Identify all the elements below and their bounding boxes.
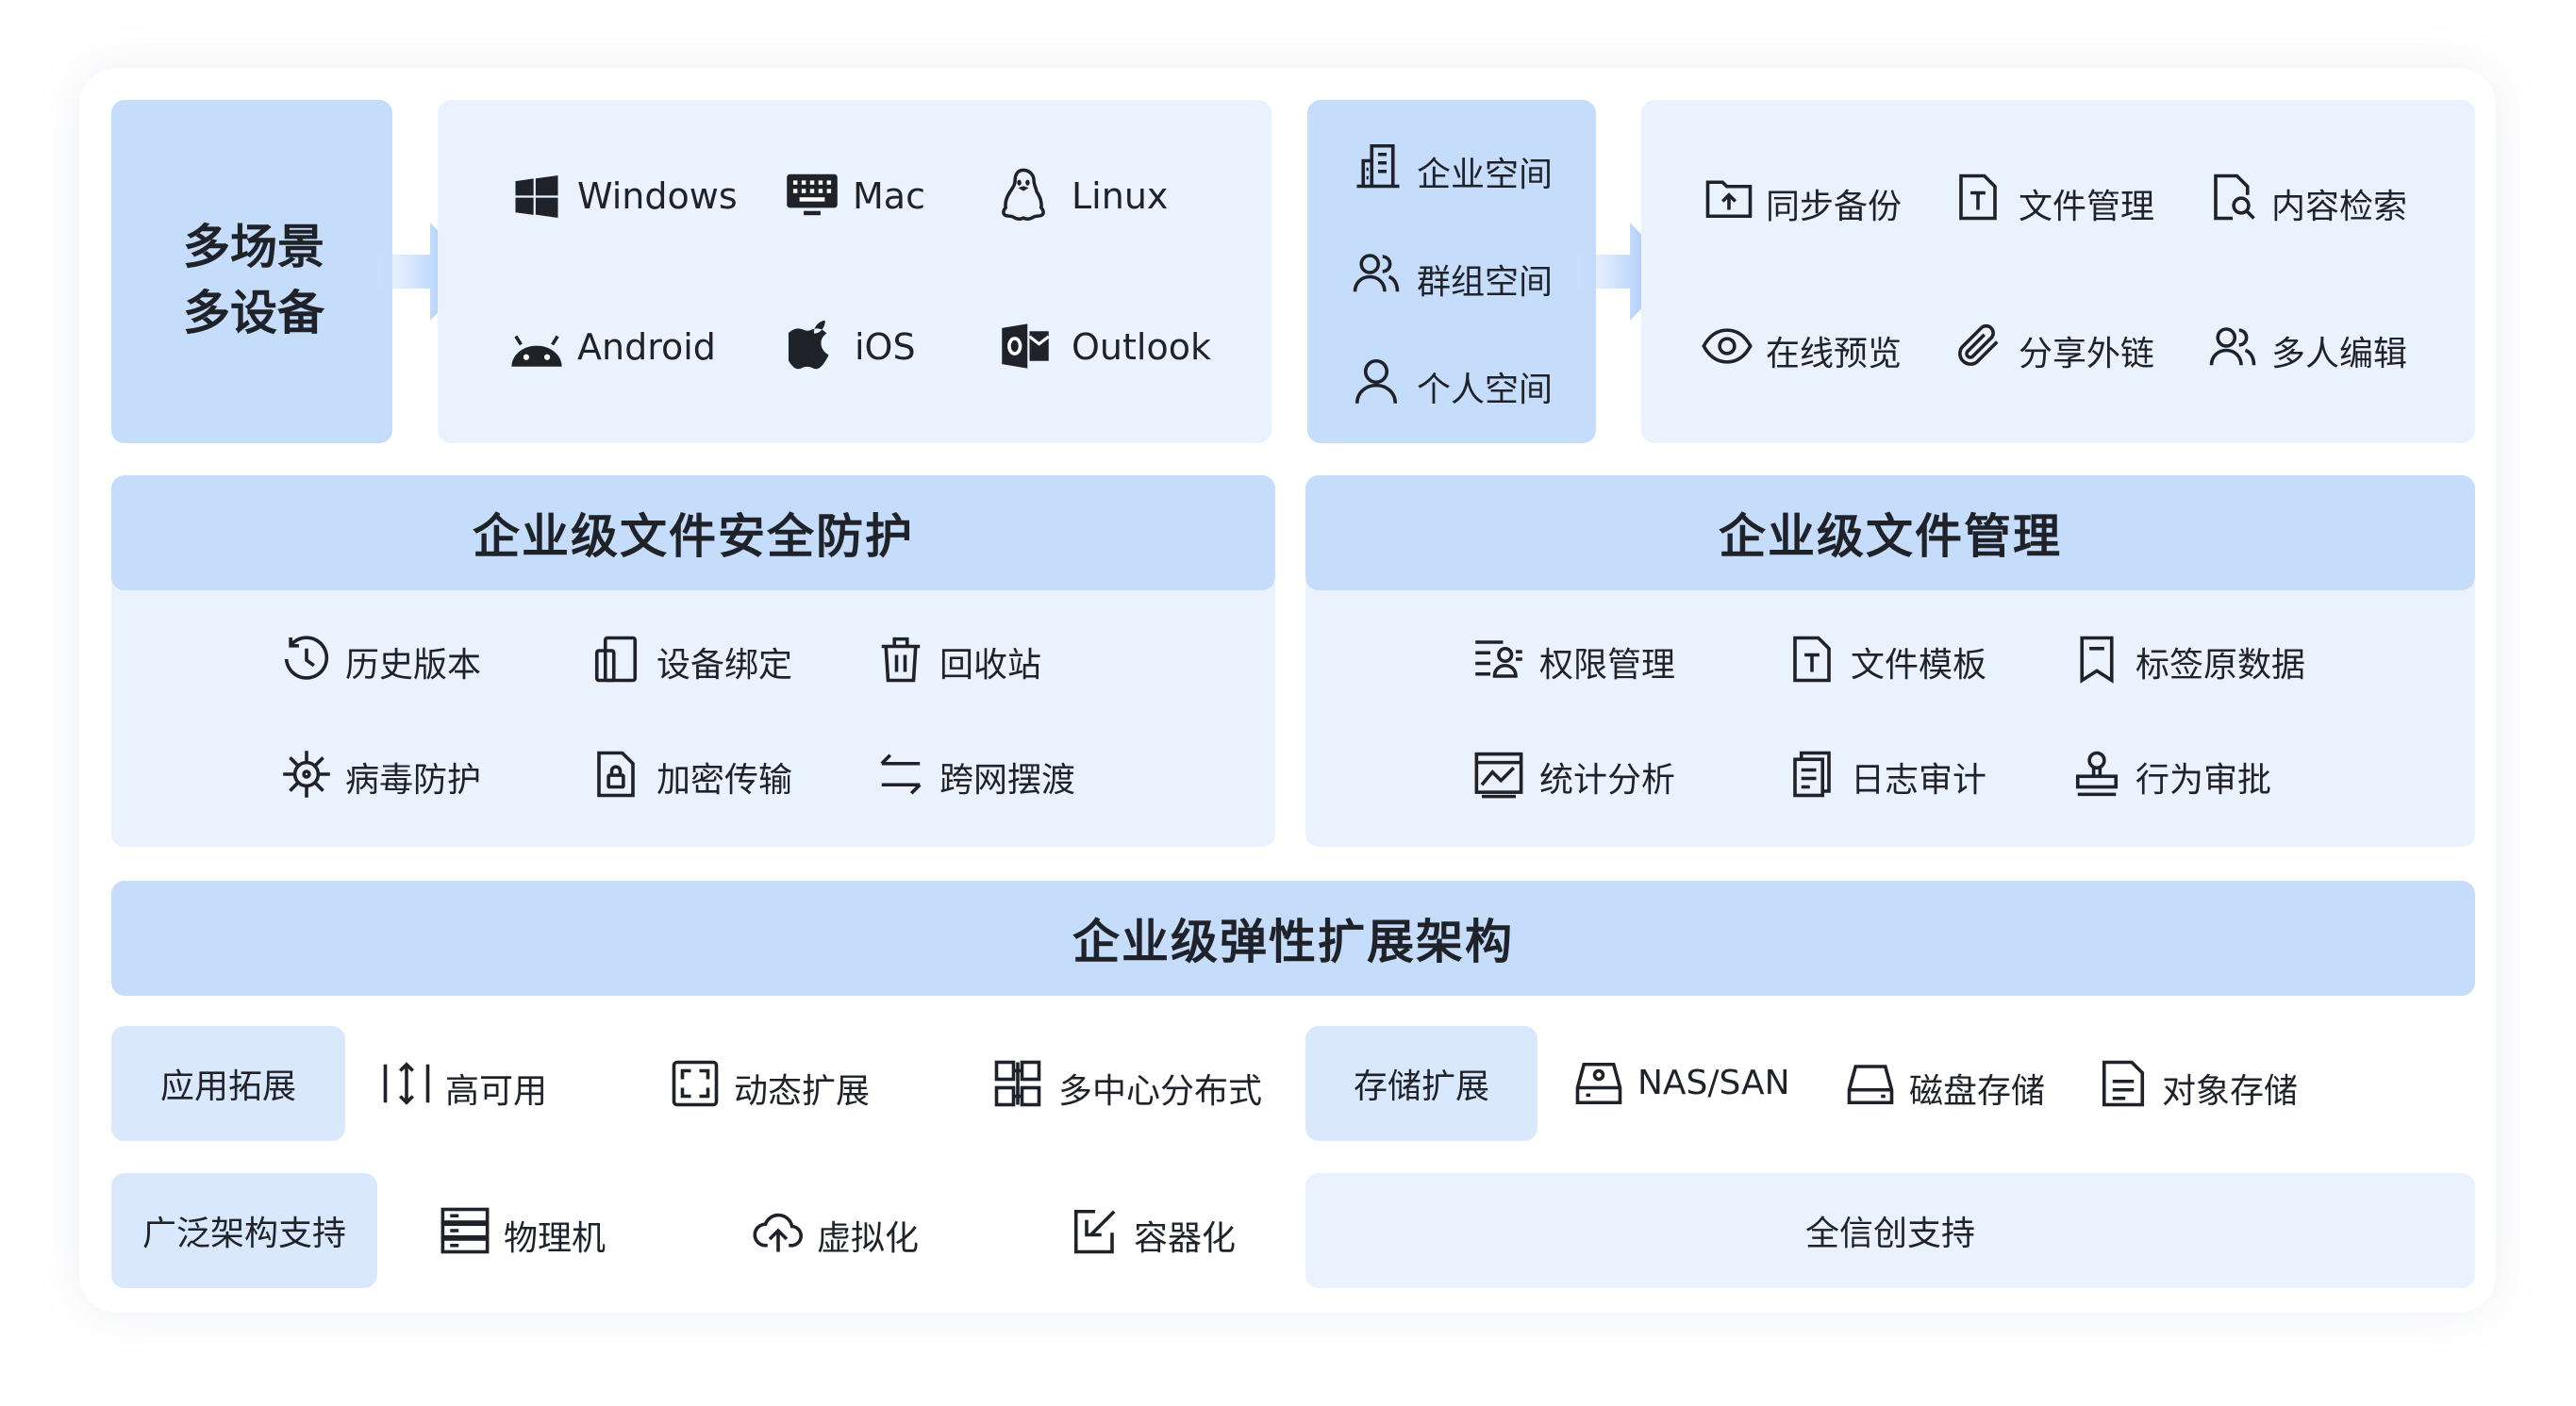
multi-scene-box: [111, 100, 392, 443]
arch-item-label: 虚拟化: [817, 1219, 920, 1258]
feature-label: 文件管理: [2019, 188, 2155, 226]
space-label: 群组空间: [1417, 263, 1554, 302]
log-icon: [1787, 749, 1837, 800]
feature-label: 在线预览: [1766, 335, 1903, 373]
arch-item-label: 物理机: [504, 1219, 607, 1258]
storage-item-label: 对象存储: [2162, 1072, 2299, 1111]
nas-icon: [1573, 1058, 1624, 1109]
app-extension-chip: 应用拓展: [111, 1026, 345, 1141]
permission-icon: [1473, 634, 1524, 685]
mac-icon: [785, 170, 839, 221]
storage-item-label: NAS/SAN: [1637, 1064, 1790, 1102]
paperclip-icon: [1953, 321, 2003, 372]
linux-icon: [998, 166, 1049, 224]
template-icon: [1787, 634, 1837, 685]
group-icon: [1351, 247, 1402, 298]
management-item-label: 文件模板: [1851, 646, 1987, 685]
management-item-label: 标签原数据: [2136, 646, 2306, 685]
virus-icon: [281, 749, 332, 800]
app-item-label: 多中心分布式: [1058, 1072, 1263, 1111]
multi-scene-line1: 多场景: [183, 220, 324, 274]
container-icon: [1070, 1205, 1121, 1256]
multi-user-icon: [2207, 321, 2258, 372]
security-item-label: 病毒防护: [345, 761, 482, 800]
xinchuang-label: 全信创支持: [1804, 1215, 1975, 1253]
stamp-icon: [2071, 749, 2122, 800]
feature-label: 多人编辑: [2271, 335, 2408, 373]
security-item-label: 回收站: [939, 646, 1042, 685]
eye-icon: [1702, 321, 1753, 372]
history-icon: [281, 634, 332, 685]
upload-folder-icon: [1703, 172, 1754, 223]
outlook-icon: [1000, 321, 1051, 372]
app-item-label: 动态扩展: [734, 1072, 871, 1111]
chart-icon: [1473, 749, 1524, 800]
security-item-label: 历史版本: [345, 646, 482, 685]
server-icon: [440, 1205, 490, 1256]
security-header: 企业级文件安全防护: [111, 475, 1275, 590]
platform-label: Outlook: [1072, 326, 1211, 368]
disk-icon: [1845, 1058, 1896, 1109]
management-header: 企业级文件管理: [1305, 475, 2475, 590]
app-extension-label: 应用拓展: [159, 1067, 296, 1106]
management-item-label: 统计分析: [1539, 761, 1676, 800]
security-item-label: 加密传输: [656, 761, 793, 800]
architecture-title: 企业级弹性扩展架构: [1072, 915, 1514, 969]
file-search-icon: [2207, 172, 2258, 223]
architecture-header: 企业级弹性扩展架构: [111, 881, 2475, 996]
platform-label: iOS: [855, 326, 916, 368]
android-icon: [507, 324, 566, 375]
space-label: 个人空间: [1417, 371, 1554, 409]
spaces-box: [1307, 100, 1596, 443]
platform-label: Linux: [1072, 175, 1169, 217]
platform-label: Mac: [853, 175, 925, 217]
app-item-label: 高可用: [445, 1072, 548, 1111]
bookmark-icon: [2071, 634, 2122, 685]
storage-extension-label: 存储扩展: [1353, 1067, 1489, 1106]
storage-extension-chip: 存储扩展: [1305, 1026, 1537, 1141]
platform-label: Android: [577, 326, 716, 368]
device-icon: [590, 634, 641, 685]
arch-item-label: 容器化: [1134, 1219, 1237, 1258]
swap-arrows-icon: [875, 749, 926, 800]
arch-support-chip: 广泛架构支持: [111, 1173, 377, 1288]
storage-item-label: 磁盘存储: [1909, 1072, 2046, 1111]
security-item-label: 跨网摆渡: [939, 761, 1076, 800]
trash-icon: [875, 634, 926, 685]
platforms-box: [438, 100, 1271, 443]
multi-scene-line2: 多设备: [183, 286, 324, 340]
space-label: 企业空间: [1417, 156, 1554, 194]
xinchuang-chip: 全信创支持: [1305, 1173, 2475, 1288]
cloud-icon: [753, 1205, 804, 1256]
feature-label: 同步备份: [1766, 188, 1903, 226]
feature-label: 分享外链: [2019, 335, 2155, 373]
ha-icon: [381, 1058, 432, 1109]
arch-support-label: 广泛架构支持: [141, 1215, 346, 1253]
file-features-box: [1641, 100, 2475, 443]
security-item-label: 设备绑定: [656, 646, 793, 685]
apple-icon: [789, 317, 838, 373]
management-item-label: 权限管理: [1539, 646, 1676, 685]
management-item-label: 日志审计: [1851, 761, 1987, 800]
feature-label: 内容检索: [2271, 188, 2408, 226]
platform-label: Windows: [577, 175, 738, 217]
windows-icon: [511, 172, 562, 223]
distributed-icon: [992, 1058, 1043, 1109]
expand-icon: [670, 1058, 721, 1109]
management-title: 企业级文件管理: [1719, 509, 2062, 564]
text-file-icon: [1953, 172, 2003, 223]
object-storage-icon: [2098, 1058, 2149, 1109]
lock-file-icon: [590, 749, 641, 800]
person-icon: [1351, 355, 1402, 405]
security-title: 企业级文件安全防护: [473, 509, 914, 564]
management-item-label: 行为审批: [2136, 761, 2272, 800]
building-icon: [1353, 140, 1404, 190]
